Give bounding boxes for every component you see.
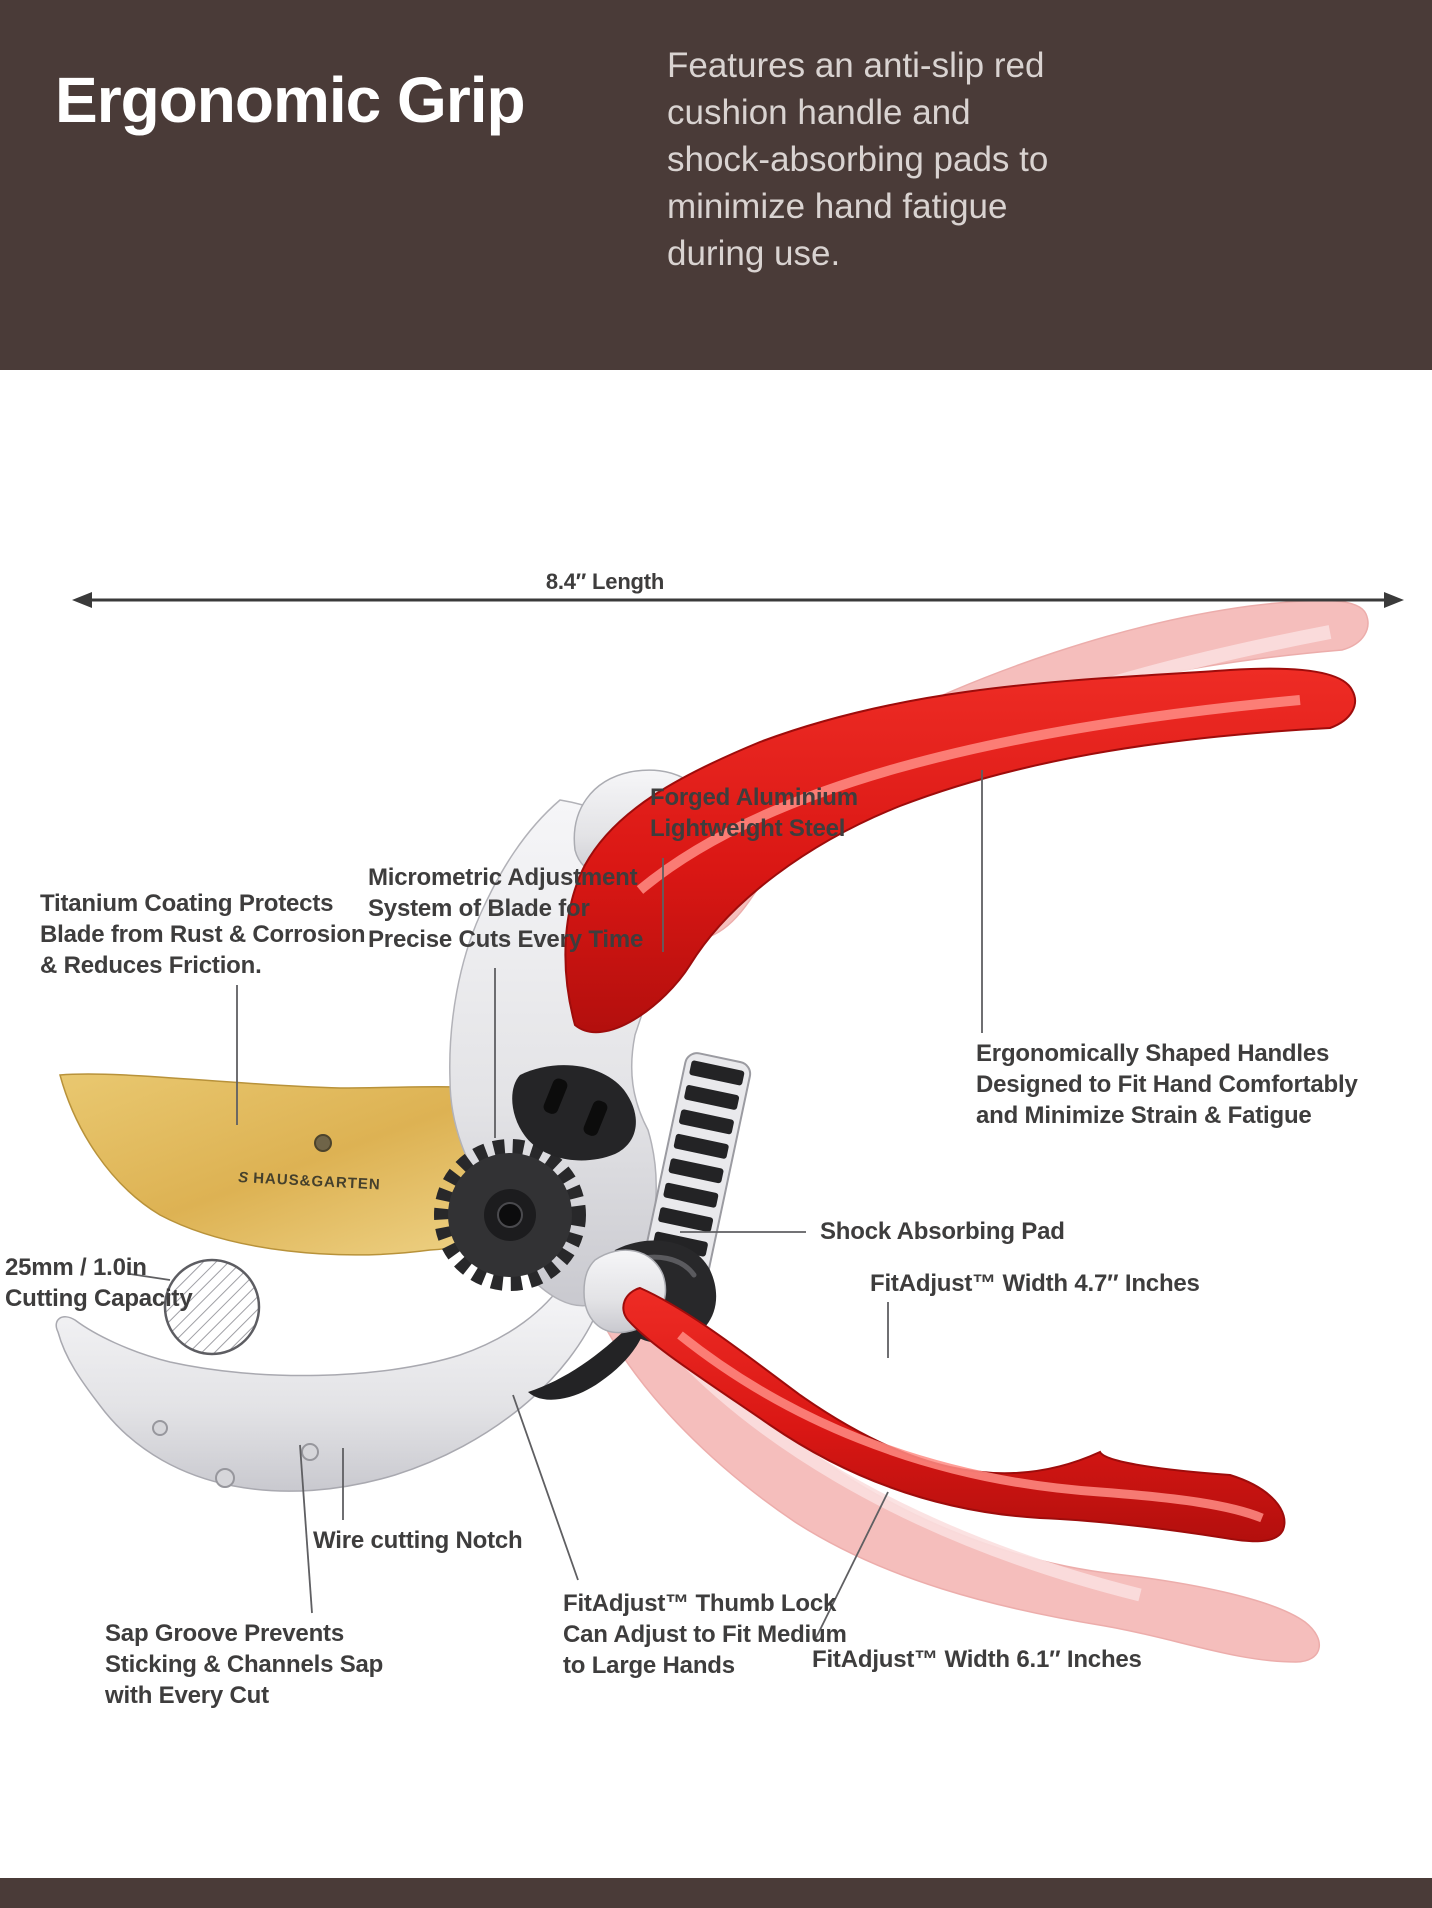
label-cutting-capacity: 25mm / 1.0in Cutting Capacity: [5, 1254, 193, 1312]
label-ergonomic-handles: Ergonomically Shaped Handles Designed to…: [976, 1040, 1358, 1129]
label-titanium-coating: Titanium Coating Protects Blade from Rus…: [40, 890, 366, 979]
capacity-circle: [163, 1258, 261, 1356]
label-shock-pad: Shock Absorbing Pad: [820, 1218, 1065, 1245]
rivet: [152, 1420, 168, 1436]
leader-fit61: [815, 1491, 889, 1639]
label-wire-notch: Wire cutting Notch: [313, 1527, 523, 1554]
cam-plate: [512, 1065, 636, 1161]
handle-lower: [622, 1286, 1286, 1543]
handle-upper: [564, 667, 1357, 1034]
header-banner: Ergonomic Grip Features an anti-slip red…: [0, 0, 1432, 370]
rivet: [314, 1134, 332, 1152]
footer-bar: [0, 1878, 1432, 1908]
leader-thumb-lock: [512, 1394, 579, 1581]
label-fit-width-61: FitAdjust™ Width 6.1″ Inches: [812, 1646, 1142, 1673]
rivet: [301, 1443, 319, 1461]
label-fit-width-47: FitAdjust™ Width 4.7″ Inches: [870, 1270, 1200, 1297]
label-forged-aluminium: Forged Aluminium Lightweight Steel: [650, 784, 858, 842]
pivot-gear-icon: [434, 1139, 586, 1291]
header-description: Features an anti-slip red cushion handle…: [667, 46, 1049, 273]
leader-capacity: [129, 1273, 171, 1281]
rivet: [215, 1468, 235, 1488]
brand-mark-icon: S: [238, 1169, 250, 1187]
label-micrometric-adjustment: Micrometric Adjustment System of Blade f…: [368, 864, 644, 953]
leader-sap-groove: [299, 1444, 313, 1614]
label-length: 8.4″ Length: [545, 569, 665, 594]
page-title: Ergonomic Grip: [55, 64, 526, 136]
dimension-arrow: [72, 592, 1404, 608]
label-thumb-lock: FitAdjust™ Thumb Lock Can Adjust to Fit …: [563, 1590, 847, 1679]
blade-anvil: [55, 1278, 601, 1492]
label-sap-groove: Sap Groove Prevents Sticking & Channels …: [105, 1620, 384, 1709]
